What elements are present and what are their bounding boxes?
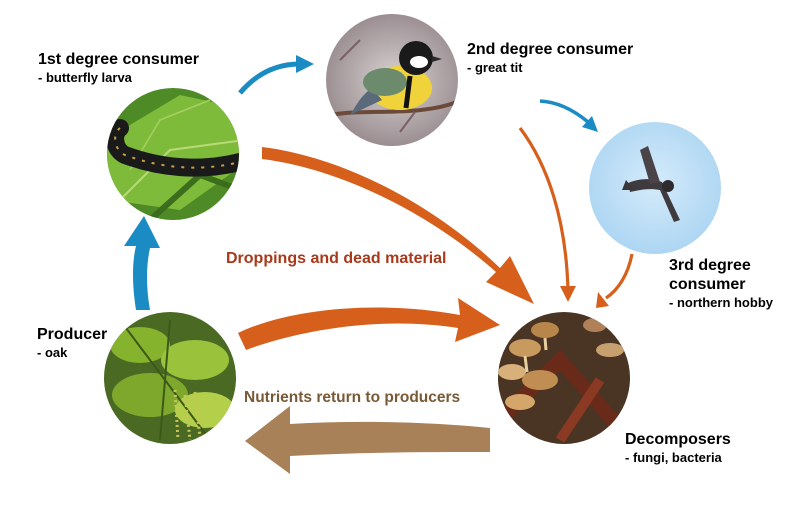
oak-image bbox=[104, 312, 236, 444]
node-label-producer: Producer - oak bbox=[37, 325, 107, 361]
butterfly-larva-image bbox=[107, 88, 239, 220]
tit-droppings-arrow bbox=[518, 127, 570, 291]
larva-title: 1st degree consumer bbox=[38, 51, 199, 68]
node-label-tit: 2nd degree consumer - great tit bbox=[467, 40, 633, 76]
producer-droppings-arrow bbox=[238, 298, 500, 350]
node-label-decomposers: Decomposers - fungi, bacteria bbox=[625, 430, 731, 466]
decomposers-title: Decomposers bbox=[625, 431, 731, 448]
hobby-subtitle: - northern hobby bbox=[669, 295, 773, 310]
droppings-label: Droppings and dead material bbox=[226, 250, 446, 267]
larva-to-tit-arrow bbox=[238, 61, 301, 95]
larva-subtitle: - butterfly larva bbox=[38, 70, 132, 85]
tit-title: 2nd degree consumer bbox=[467, 41, 634, 58]
decomposers-subtitle: - fungi, bacteria bbox=[625, 450, 722, 465]
producer-title: Producer bbox=[37, 326, 108, 343]
larva-droppings-arrow bbox=[262, 147, 534, 304]
nutrients-arrow bbox=[245, 406, 490, 474]
producer-to-larva-arrow bbox=[124, 216, 160, 310]
northern-hobby-image bbox=[589, 122, 721, 254]
nutrients-label: Nutrients return to producers bbox=[244, 389, 460, 406]
tit-subtitle: - great tit bbox=[467, 60, 523, 75]
fungi-image bbox=[498, 312, 630, 444]
tit-to-hobby-arrow bbox=[539, 99, 590, 124]
hobby-title: 3rd degree consumer bbox=[669, 257, 751, 293]
great-tit-image bbox=[326, 14, 458, 146]
node-label-hobby: 3rd degree consumer - northern hobby bbox=[669, 256, 799, 311]
hobby-droppings-arrow bbox=[605, 253, 634, 300]
node-label-larva: 1st degree consumer - butterfly larva bbox=[38, 50, 199, 86]
producer-subtitle: - oak bbox=[37, 345, 68, 360]
